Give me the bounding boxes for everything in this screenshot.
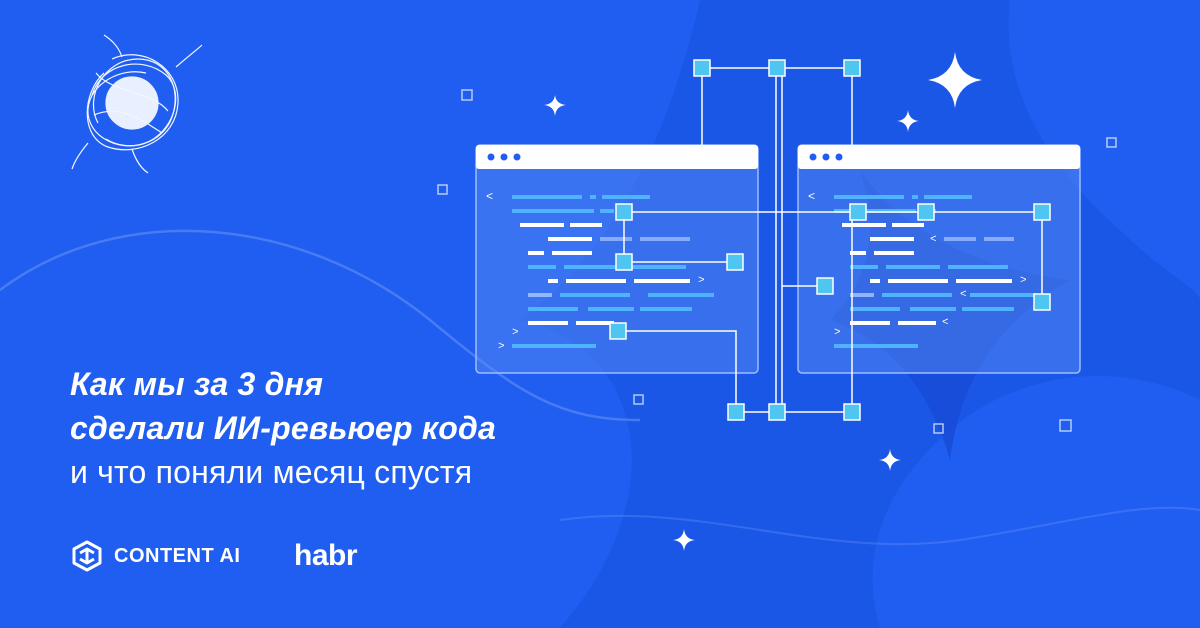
habr-logo: habr [294, 539, 358, 572]
headline: Как мы за 3 дня сделали ИИ-ревьюер кода … [70, 362, 630, 494]
svg-text:>: > [698, 275, 705, 287]
svg-text:>: > [498, 341, 505, 353]
sparkle-icon [544, 95, 566, 116]
headline-line-3: и что поняли месяц спустя [70, 454, 473, 490]
code-window-right: < < > [797, 144, 1081, 374]
code-lines-left: < > [486, 190, 714, 353]
curve-line-left [0, 229, 641, 422]
scribble-logo-icon [71, 34, 203, 174]
headline-line-2: сделали ИИ-ревьюер кода [70, 410, 496, 446]
content-ai-brand: CONTENT AI [70, 538, 240, 574]
content-ai-label: CONTENT AI [114, 544, 241, 567]
svg-text:<: < [930, 234, 937, 246]
svg-text:>: > [1020, 275, 1027, 287]
decor-squares [437, 89, 1117, 434]
content-ai-logo-icon [72, 540, 102, 572]
sparkle-icon [673, 529, 695, 551]
sparkles [544, 52, 982, 551]
svg-text:>: > [512, 327, 519, 339]
code-lines-right: < < > [808, 190, 1036, 348]
svg-text:<: < [960, 289, 967, 301]
svg-text:<: < [942, 317, 949, 329]
svg-text:<: < [486, 190, 493, 204]
curve-line-bottom [559, 506, 1200, 546]
sparkle-icon [897, 110, 919, 132]
svg-text:>: > [834, 327, 841, 339]
connector-nodes [609, 59, 1051, 421]
sparkle-icon [879, 449, 901, 471]
svg-text:<: < [808, 190, 815, 204]
headline-line-1: Как мы за 3 дня [70, 366, 324, 402]
bg-star-shape [830, 170, 1070, 460]
sparkle-icon [928, 52, 982, 108]
